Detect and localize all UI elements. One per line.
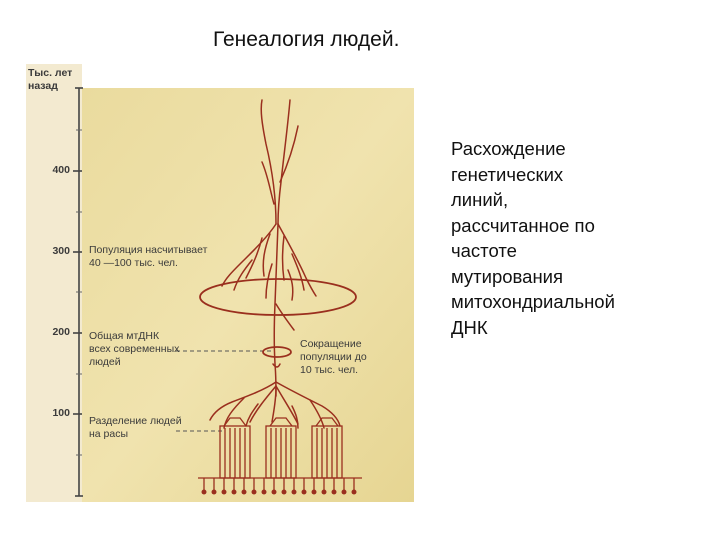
tree-branch (261, 161, 275, 205)
axis-panel (26, 64, 82, 502)
annotation-common-dna: Общая мтДНК всех современных людей (89, 330, 180, 368)
axis-label: Тыс. лет назад (28, 67, 72, 93)
tree-branch (249, 385, 277, 423)
annotation-races: Разделение людей на расы (89, 415, 182, 440)
annotation-population: Популяция насчитывает 40 —100 тыс. чел. (89, 244, 208, 269)
axis-label-line: Тыс. лет (28, 67, 73, 79)
tree-branch (262, 233, 271, 277)
tree-branch (291, 405, 299, 429)
axis-tick-label: 100 (52, 407, 70, 419)
genealogy-tree-drawing (26, 64, 414, 502)
tree-branch (281, 235, 285, 281)
tree-branch (287, 269, 294, 301)
tree-branch (275, 381, 341, 427)
annotation-reduction: Сокращение популяции до 10 тыс. чел. (300, 338, 367, 376)
tree-branch (245, 237, 263, 279)
race-columns (198, 417, 362, 490)
tree-branch (291, 253, 305, 291)
caption-line: мутирования (451, 265, 564, 287)
axis-tick-label: 200 (52, 326, 70, 338)
caption-line: ДНК (451, 316, 488, 338)
tree-branch (209, 381, 277, 421)
column-feet (201, 489, 357, 495)
caption-line: рассчитанное по (451, 214, 595, 236)
tree-branch (272, 363, 281, 368)
axis-tick-label: 300 (52, 245, 70, 257)
minor-ticks (76, 129, 82, 456)
paper-background (82, 88, 414, 502)
axis-label-line: назад (28, 80, 58, 92)
caption-line: линий, (451, 189, 509, 210)
population-ellipse (199, 278, 357, 316)
caption-line: генетических (451, 163, 564, 185)
genealogy-tree (209, 99, 341, 429)
tree-branch (245, 403, 259, 427)
axis-tick-label: 400 (52, 164, 70, 176)
tree-branch (275, 303, 295, 331)
tree-branch (271, 387, 277, 423)
tree-branch (277, 99, 291, 225)
tree-trunk (273, 223, 279, 397)
tree-branch (277, 223, 317, 297)
tree-branch (265, 263, 273, 299)
race-column-cap (269, 417, 293, 427)
race-column-cap (223, 417, 247, 427)
caption: Расхождение генетических линий, рассчита… (451, 136, 701, 340)
tree-branch (260, 99, 277, 225)
tree-branch (233, 259, 253, 291)
tree-branch (275, 385, 299, 425)
race-column-cap (315, 417, 339, 427)
tree-branch (279, 125, 299, 183)
genealogy-figure: Тыс. лет назад 400 300 200 100 Популяция… (26, 64, 418, 502)
caption-line: частоте (451, 240, 517, 261)
caption-line: митохондриальной (451, 291, 615, 312)
bottleneck-ellipse (262, 346, 292, 358)
tree-branch (221, 223, 277, 287)
slide-title: Генеалогия людей. (213, 28, 400, 51)
caption-line: Расхождение (451, 138, 566, 159)
